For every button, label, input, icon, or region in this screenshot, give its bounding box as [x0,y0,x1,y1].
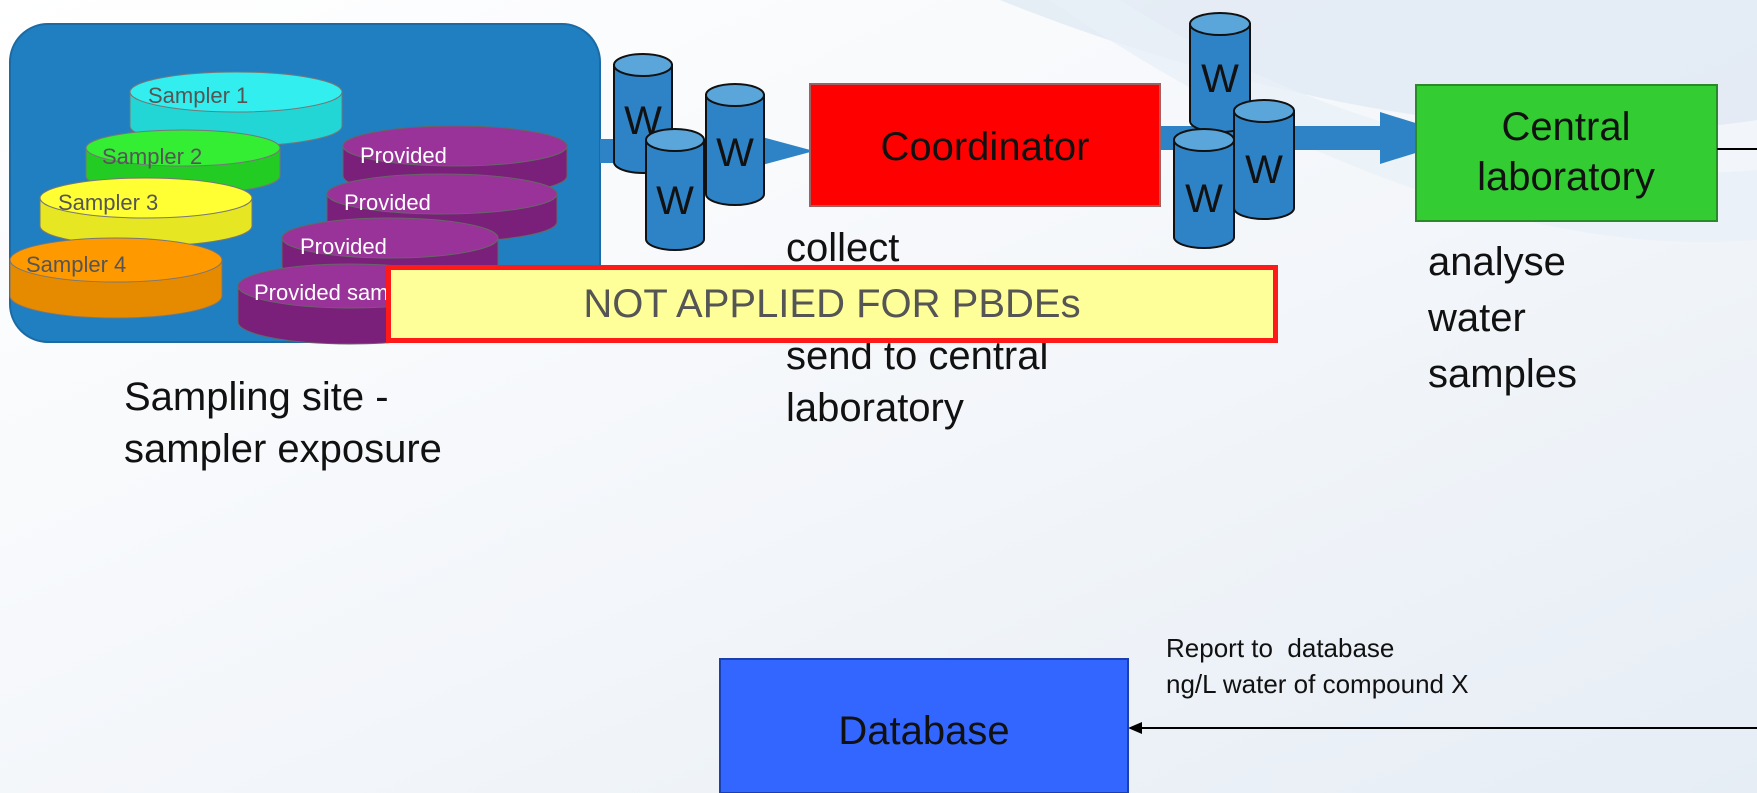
sampler-disk-2: Sampler 2 [85,129,281,195]
water-cylinder-label: W [716,131,754,175]
connector-arrowhead [1128,722,1142,734]
provided-1-label: Provided [360,143,447,168]
database-box [719,658,1129,793]
central-lab-caption-line-3: samples [1428,352,1577,396]
sampling-site-caption-line-1: Sampling site - [124,375,389,419]
coordinator-caption-line-1: collect [786,226,900,270]
coordinator-label: Coordinator [880,125,1089,169]
not-applied-notice: NOT APPLIED FOR PBDEs [386,265,1278,343]
water-cylinder-6: W [1173,128,1235,249]
sampler-2-label: Sampler 2 [102,144,202,169]
central-lab-caption-line-1: analyse [1428,240,1566,284]
provided-3-label: Provided [300,234,387,259]
sampling-site-caption-line-2: sampler exposure [124,427,442,471]
coordinator-caption-line-3: laboratory [786,386,964,430]
provided-2-label: Provided [344,190,431,215]
report-caption-line-2: ng/L water of compound X [1166,669,1469,699]
sampler-4-label: Sampler 4 [26,252,126,277]
sampler-3-label: Sampler 3 [58,190,158,215]
water-cylinder-label: W [656,179,694,223]
sampler-1-label: Sampler 1 [148,83,248,108]
sampler-disk-4: Sampler 4 [9,237,223,319]
water-cylinder-3: W [645,128,705,251]
coordinator-box [809,83,1161,207]
water-cylinder-5: W [1233,99,1295,220]
water-cylinder-label: W [1245,148,1283,192]
water-cylinder-label: W [1185,177,1223,221]
water-cylinder-2: W [705,83,765,206]
central-laboratory-box [1415,84,1718,222]
sampling-site-caption: Sampling site - sampler exposure [124,371,442,475]
central-lab-caption-line-2: water [1428,296,1526,340]
report-caption: Report to database ng/L water of compoun… [1166,630,1469,702]
central-lab-label-line-2: laboratory [1477,155,1655,199]
water-cylinder-4: W [1189,12,1251,133]
sampler-disk-3: Sampler 3 [39,177,253,247]
water-cylinder-label: W [1201,57,1239,101]
central-lab-caption: analyse water samples [1428,236,1577,400]
report-caption-line-1: Report to database [1166,633,1395,663]
central-lab-label-line-1: Central [1502,105,1631,149]
database-label: Database [838,709,1009,753]
